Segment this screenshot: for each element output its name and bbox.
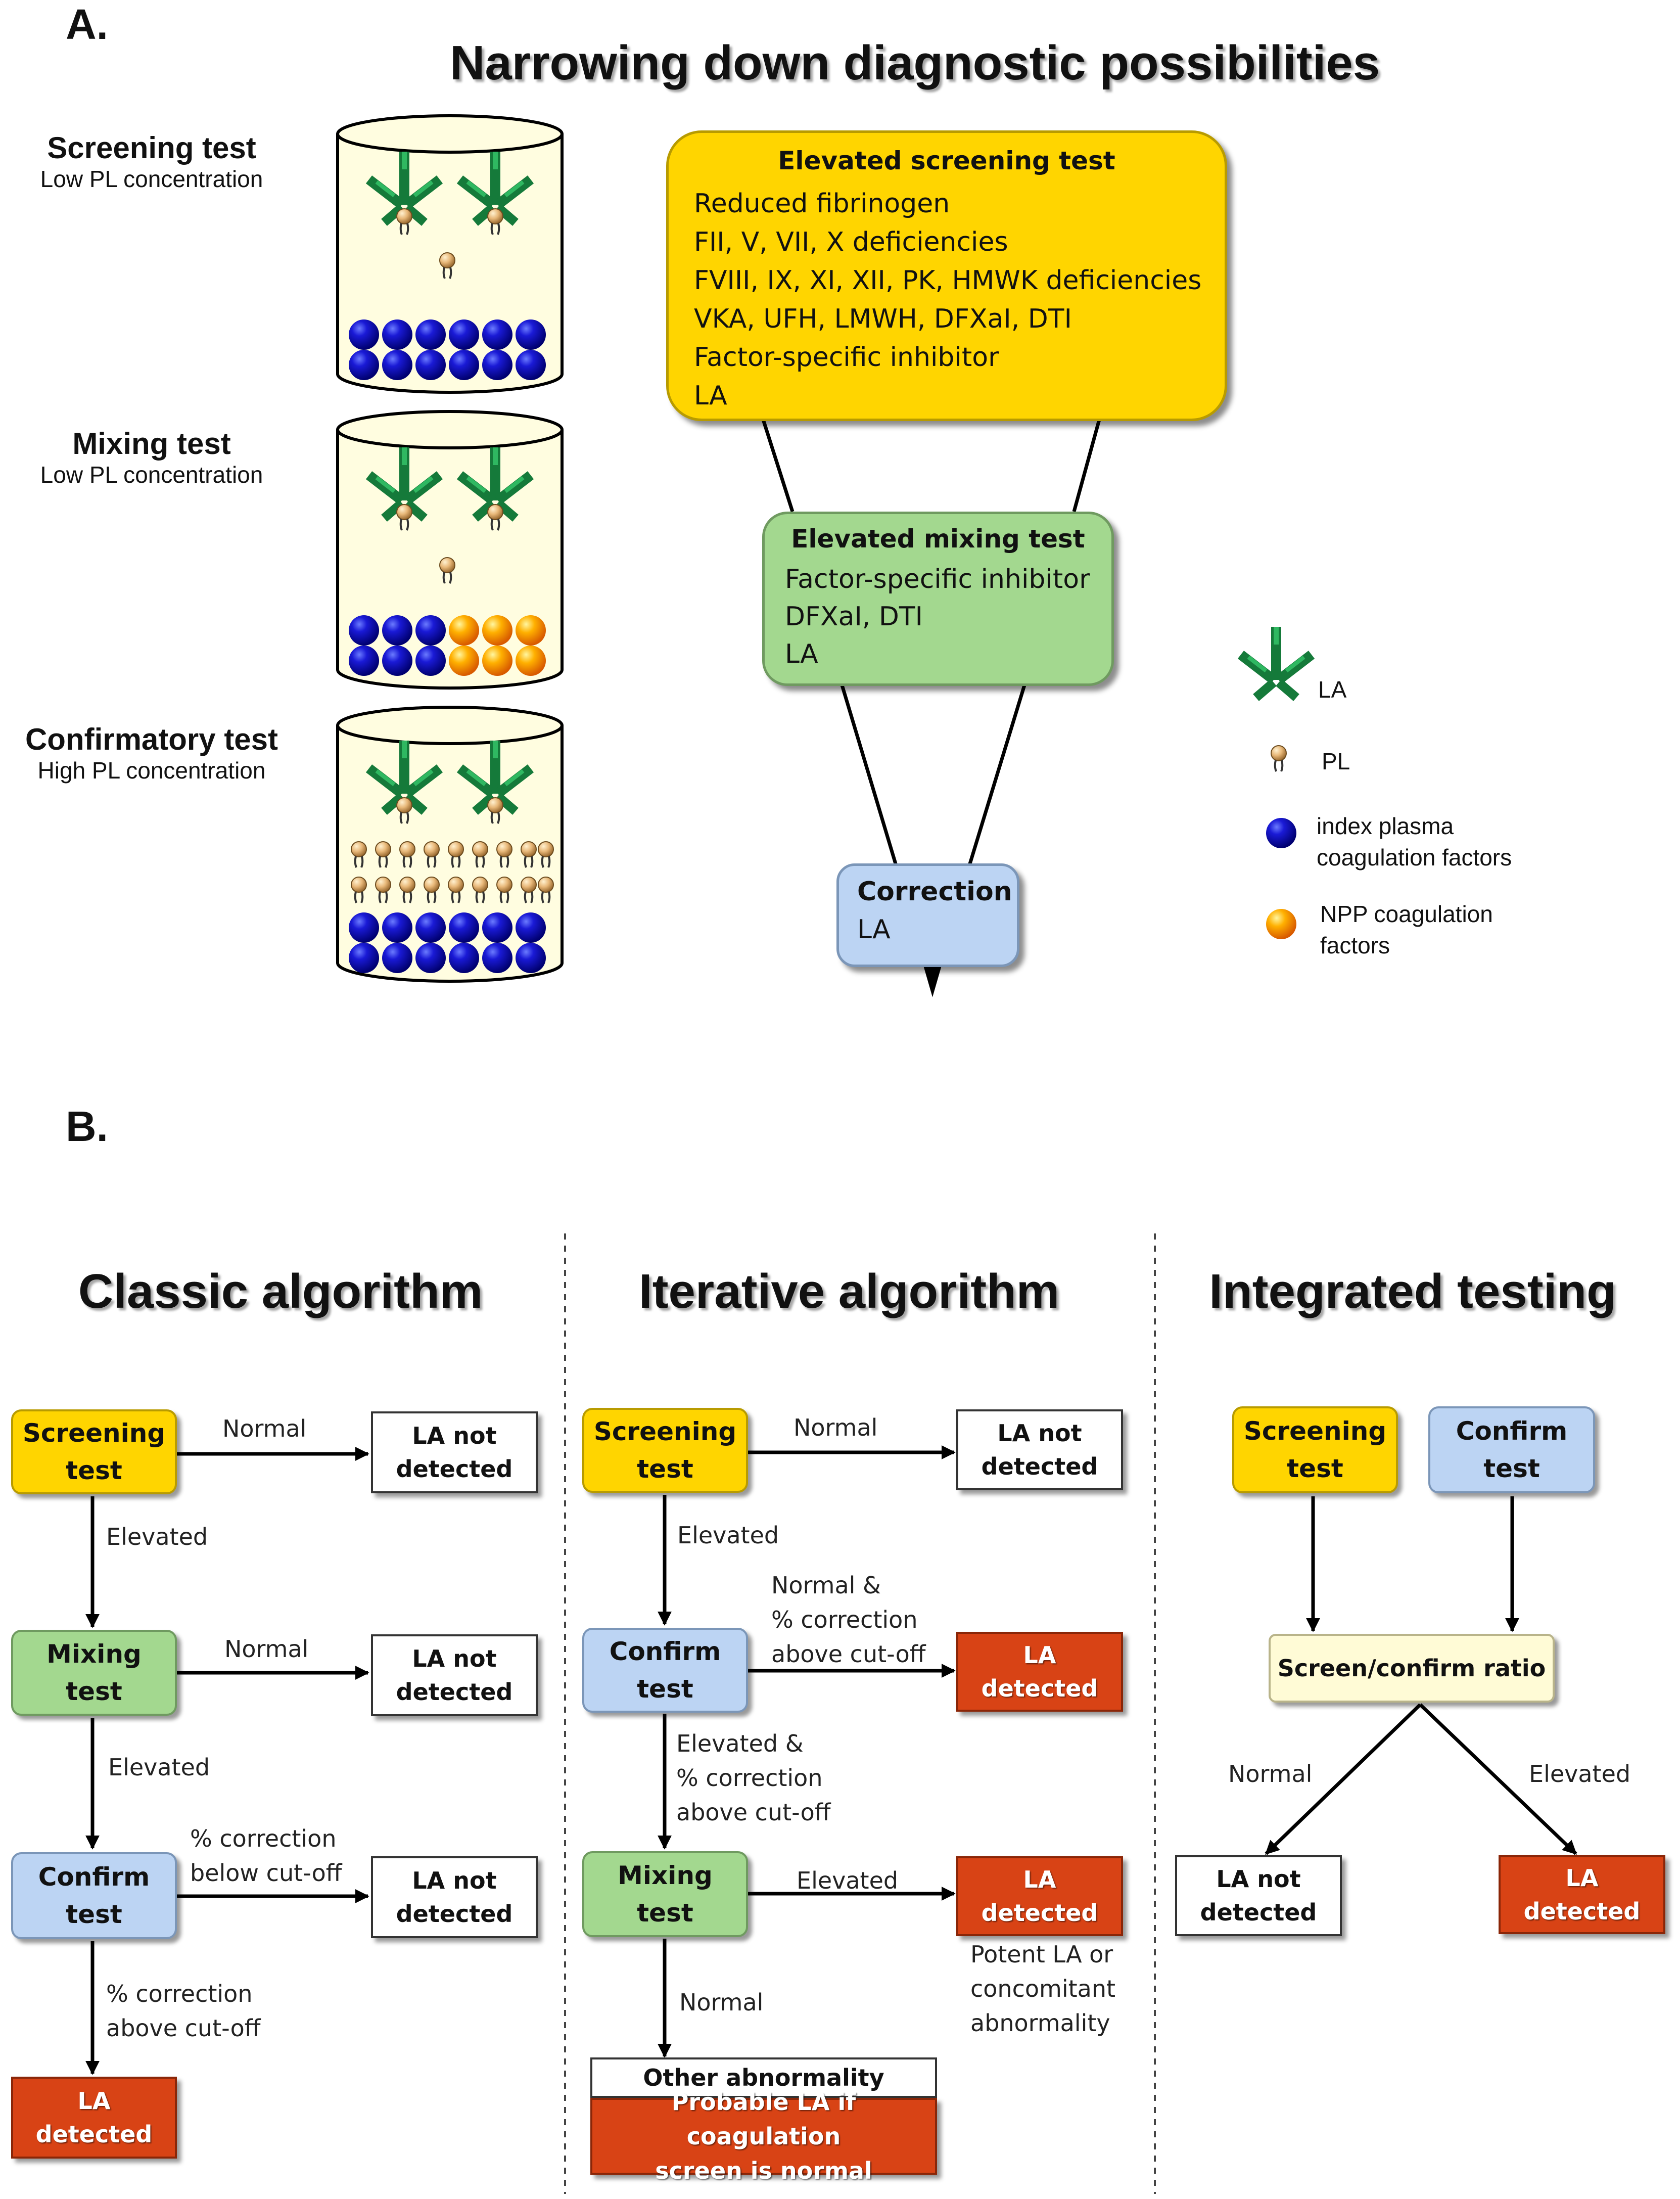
integrated-label-elevated: Elevated (1529, 1760, 1631, 1788)
screen-confirm-ratio: Screen/confirm ratio (1269, 1634, 1555, 1703)
screening-cylinder (336, 114, 564, 394)
iterative-label-elevated-2: Elevated (797, 1867, 899, 1894)
test-name: Mixing test (72, 427, 231, 461)
funnel-title: Elevated mixing test (791, 524, 1085, 554)
funnel-lines (761, 419, 1101, 997)
mixed-plasma-factors (349, 615, 546, 676)
diagnosis-line: DFXaI, DTI (785, 602, 923, 632)
iterative-label-normal-2: Normal (679, 1989, 764, 2016)
test-name: Screening test (47, 131, 256, 165)
diagnosis-line: FII, V, VII, X deficiencies (694, 227, 1008, 257)
mixing-cylinder (336, 410, 564, 690)
diagnosis-line: LA (857, 914, 891, 945)
index-plasma-factors (349, 912, 546, 973)
correction-box: Correction LA (836, 863, 1019, 967)
panel-a-title: Narrowing down diagnostic possibilities (450, 36, 1380, 90)
integrated-title: Integrated testing (1209, 1264, 1616, 1318)
integrated-label-normal: Normal (1228, 1760, 1313, 1788)
funnel-title: Correction (857, 877, 1012, 907)
legend-label-la: LA (1318, 676, 1347, 703)
diagnosis-line: Factor-specific inhibitor (785, 564, 1090, 594)
iterative-label-elevated-1: Elevated (677, 1522, 779, 1549)
test-subtitle: Low PL concentration (40, 462, 263, 488)
legend-icons (1241, 627, 1312, 939)
screening-test-label: Screening test Low PL concentration (0, 130, 303, 193)
iterative-label-normal-1: Normal (794, 1414, 878, 1441)
diagnosis-line: Reduced fibrinogen (694, 189, 950, 219)
iterative-other-abnormality: Other abnormality (590, 2057, 937, 2098)
orange-sphere-icon (1266, 909, 1296, 939)
test-subtitle: High PL concentration (37, 757, 266, 784)
elevated-screening-box: Elevated screening test Reduced fibrinog… (666, 130, 1227, 421)
legend-label-pl: PL (1322, 748, 1350, 774)
classic-label-normal-1: Normal (222, 1415, 307, 1442)
classic-label-elevated-1: Elevated (106, 1523, 208, 1550)
classic-label-elevated-2: Elevated (108, 1754, 210, 1781)
confirmatory-cylinder (336, 706, 564, 983)
diagnosis-line: LA (694, 381, 727, 411)
elevated-mixing-box: Elevated mixing test Factor-specific inh… (762, 512, 1114, 686)
diagnosis-line: VKA, UFH, LMWH, DFXaI, DTI (694, 304, 1072, 334)
panel-b-letter: B. (66, 1103, 108, 1150)
confirmatory-test-label: Confirmatory test High PL concentration (0, 722, 303, 784)
funnel-title: Elevated screening test (778, 146, 1115, 175)
classic-title: Classic algorithm (78, 1264, 483, 1318)
diagnosis-line: Factor-specific inhibitor (694, 342, 999, 373)
iterative-title: Iterative algorithm (638, 1264, 1060, 1318)
test-name: Confirmatory test (25, 722, 278, 756)
classic-label-normal-2: Normal (224, 1635, 309, 1663)
panel-a-letter: A. (66, 1, 108, 48)
test-subtitle: Low PL concentration (40, 166, 263, 192)
diagnosis-line: LA (785, 639, 818, 669)
index-plasma-factors (349, 319, 546, 380)
diagnosis-line: FVIII, IX, XI, XII, PK, HMWK deficiencie… (694, 265, 1202, 296)
mixing-test-label: Mixing test Low PL concentration (0, 426, 303, 488)
blue-sphere-icon (1266, 818, 1296, 848)
